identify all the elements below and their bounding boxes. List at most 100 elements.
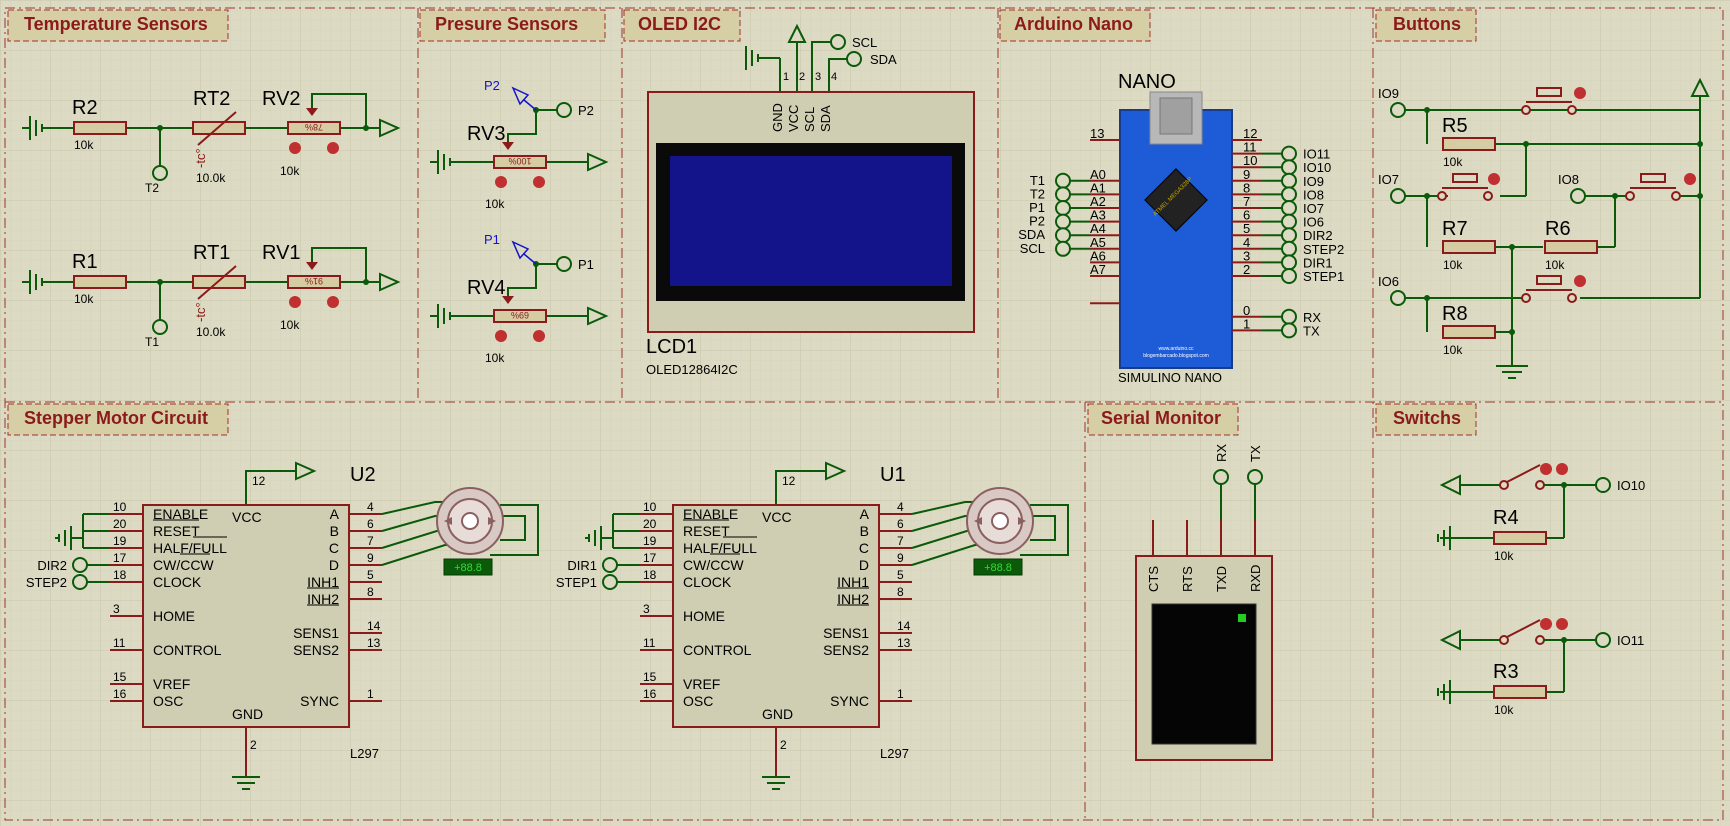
terminal-nano-scl[interactable]: [1055, 240, 1071, 257]
resistor-r6[interactable]: [1544, 240, 1598, 254]
net-nano-right: TX: [1303, 323, 1320, 338]
resistor-r7[interactable]: [1442, 240, 1496, 254]
nano-right-pins: 1211109876543201IO11IO10IO9IO8IO7IO6DIR2…: [1232, 126, 1344, 339]
nano-pin-left: A4: [1090, 221, 1106, 236]
l297-right-pin-label: B: [860, 523, 869, 539]
terminal-t1[interactable]: [152, 319, 168, 335]
switch-io11: IO11 R3 10k: [1437, 618, 1644, 717]
section-tab-pressure[interactable]: Presure Sensors: [419, 9, 606, 42]
terminal-io11[interactable]: [1595, 632, 1611, 648]
net-io7: IO7: [1378, 172, 1399, 187]
terminal-rx[interactable]: [1213, 469, 1229, 485]
nano-pin-right: 10: [1243, 153, 1257, 168]
section-tab-switchs[interactable]: Switchs: [1375, 403, 1477, 436]
potentiometer-rv1[interactable]: [287, 275, 341, 289]
terminal-io7[interactable]: [1390, 188, 1406, 204]
net-nano-left: P2: [1029, 214, 1045, 229]
terminal-io6[interactable]: [1390, 290, 1406, 306]
terminal-nano-io11[interactable]: [1281, 145, 1297, 162]
nano-pin-right: 12: [1243, 126, 1257, 141]
terminal-nano-io8[interactable]: [1281, 186, 1297, 203]
label-r8: R8: [1442, 303, 1468, 325]
value-rv2: 10k: [280, 164, 300, 178]
terminal-p2[interactable]: [556, 102, 572, 118]
l297-body[interactable]: [672, 504, 880, 728]
pushbutton-io6[interactable]: [1521, 275, 1586, 303]
terminal-nano-p2[interactable]: [1055, 213, 1071, 230]
net-nano-right: IO8: [1303, 187, 1324, 202]
nano-pin-left: A0: [1090, 167, 1106, 182]
nano-pin-left: A6: [1090, 248, 1106, 263]
terminal-nano-rx[interactable]: [1281, 308, 1297, 325]
pressure-lower: P1 P1 RV4 69% 10k: [430, 232, 609, 365]
terminal-nano-io6[interactable]: [1281, 213, 1297, 230]
terminal-nano-tx[interactable]: [1281, 322, 1297, 339]
serial-pin-rts: RTS: [1180, 566, 1195, 592]
percent-rv4: 69%: [511, 310, 529, 320]
l297-left-pin-number: 11: [643, 636, 656, 650]
probe-p1[interactable]: [511, 240, 537, 265]
l297-right-pin-number: 5: [897, 568, 904, 582]
terminal-io10[interactable]: [1595, 477, 1611, 493]
terminal-io8[interactable]: [1570, 188, 1586, 204]
resistor-r5[interactable]: [1442, 137, 1496, 151]
resistor-r3[interactable]: [1493, 685, 1547, 699]
section-tab-nano[interactable]: Arduino Nano: [999, 9, 1151, 42]
stepper-motor[interactable]: +88.8: [436, 487, 504, 576]
terminal-nano-p1[interactable]: [1055, 200, 1071, 216]
section-tab-buttons[interactable]: Buttons: [1375, 9, 1477, 42]
potentiometer-rv4[interactable]: [493, 309, 547, 323]
l297-right-pin-label: SYNC: [300, 693, 339, 709]
terminal-io9[interactable]: [1390, 102, 1406, 118]
terminal-nano-io7[interactable]: [1281, 200, 1297, 216]
terminal-nano-step2[interactable]: [1281, 240, 1297, 257]
net-io9: IO9: [1378, 86, 1399, 101]
terminal-nano-step1[interactable]: [1281, 268, 1297, 284]
resistor-r1[interactable]: [73, 275, 127, 289]
l297-ref: U2: [350, 464, 376, 486]
terminal-nano-t2[interactable]: [1055, 186, 1071, 203]
terminal-nano-io10[interactable]: [1281, 159, 1297, 176]
l297-left-pin-number: 3: [643, 602, 650, 616]
resistor-r8[interactable]: [1442, 325, 1496, 339]
terminal-nano-io9[interactable]: [1281, 172, 1297, 189]
potentiometer-rv3[interactable]: [493, 155, 547, 169]
l297-ref: U1: [880, 464, 906, 486]
toggle-switch-io11[interactable]: [1499, 618, 1568, 645]
section-tab-serial[interactable]: Serial Monitor: [1087, 403, 1239, 436]
toggle-switch-io10[interactable]: [1499, 463, 1568, 490]
terminal-sda[interactable]: [846, 51, 862, 67]
terminal-p1[interactable]: [556, 256, 572, 272]
terminal-t2[interactable]: [152, 165, 168, 181]
terminal-tx[interactable]: [1247, 469, 1263, 485]
terminal-dir[interactable]: [72, 557, 88, 573]
terminal-nano-t1[interactable]: [1055, 172, 1071, 189]
resistor-r2[interactable]: [73, 121, 127, 135]
terminal-step[interactable]: [602, 574, 618, 590]
terminal-dir[interactable]: [602, 557, 618, 573]
section-tab-oled[interactable]: OLED I2C: [623, 9, 741, 42]
terminal-nano-sda[interactable]: [1055, 227, 1071, 244]
potentiometer-rv2[interactable]: [287, 121, 341, 135]
pushbutton-io9[interactable]: [1521, 87, 1598, 115]
value-r2: 10k: [74, 138, 94, 152]
probe-p2[interactable]: [511, 86, 537, 111]
section-tab-temperature[interactable]: Temperature Sensors: [7, 9, 229, 42]
terminal-nano-dir2[interactable]: [1281, 227, 1297, 244]
pushbutton-io7[interactable]: [1437, 173, 1500, 201]
l297-right-pin-number: 14: [897, 619, 911, 633]
section-tab-stepper[interactable]: Stepper Motor Circuit: [7, 403, 229, 436]
nano-board[interactable]: [1119, 109, 1233, 369]
terminal-scl[interactable]: [830, 34, 846, 50]
pushbutton-io8[interactable]: [1625, 173, 1696, 201]
net-t1: T1: [145, 335, 159, 349]
l297-body[interactable]: [142, 504, 350, 728]
l297-right-pin-label: D: [859, 557, 869, 573]
pin-gnd-number: 2: [780, 738, 787, 752]
terminal-step[interactable]: [72, 574, 88, 590]
stepper-motor[interactable]: +88.8: [966, 487, 1034, 576]
terminal-nano-dir1[interactable]: [1281, 254, 1297, 271]
resistor-r4[interactable]: [1493, 531, 1547, 545]
